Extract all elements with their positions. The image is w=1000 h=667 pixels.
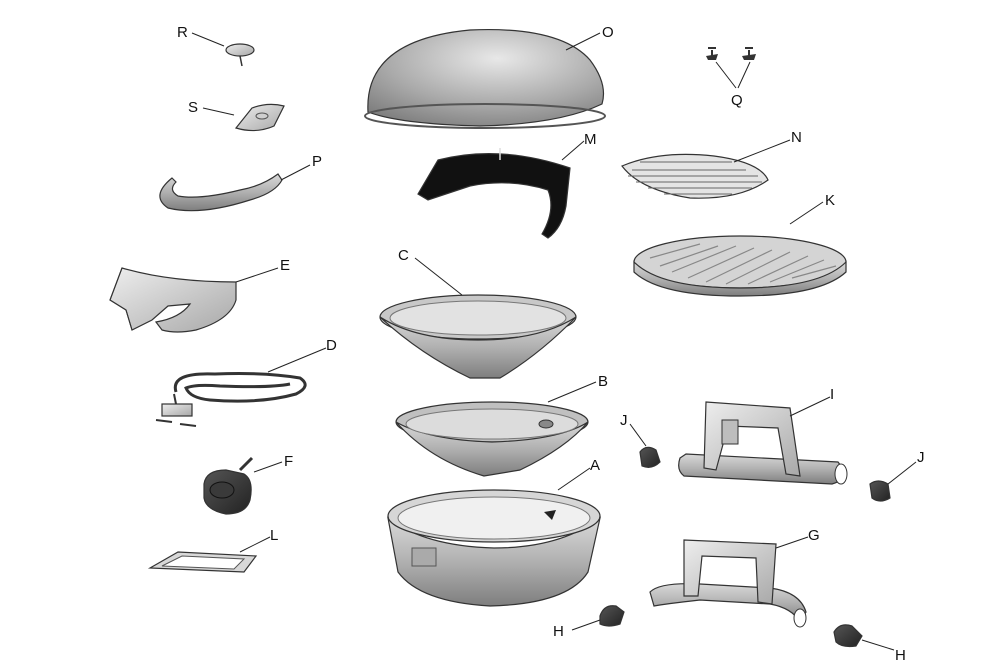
leader-j-left [629,423,647,447]
leader-h-right [861,639,895,651]
label-a: A [590,457,600,474]
label-h-left: H [553,623,564,640]
leader-o [565,32,601,51]
part-p-handle [159,173,283,212]
label-j-right: J [917,449,925,466]
leader-n [733,139,791,163]
part-j-right-cap [869,480,891,502]
label-i: I [830,386,834,403]
part-m-heat-shield [417,148,571,239]
part-l-tray [147,551,258,573]
label-o: O [602,24,614,41]
part-n-grate [621,153,769,199]
label-c: C [398,247,409,264]
label-d: D [326,337,337,354]
part-b-lower-bowl [395,401,589,477]
part-k-griddle [633,235,847,297]
leader-q-2 [737,61,751,89]
part-d-heating-element [155,372,307,427]
leader-m [561,140,585,161]
label-p: P [312,153,322,170]
part-o-lid [364,28,606,129]
part-h-right-foot [833,624,863,648]
part-f-controller [203,456,254,515]
part-c-upper-bowl [379,294,577,379]
leader-s [202,107,235,116]
leader-d [267,347,327,373]
label-g: G [808,527,820,544]
leader-i [789,396,831,417]
leader-c [414,257,463,296]
leader-b [547,381,597,403]
leader-q-1 [715,61,737,89]
part-i-upper-stand [678,401,848,485]
leader-e [235,267,279,283]
label-m: M [584,131,597,148]
label-j-left: J [620,412,628,429]
label-n: N [791,129,802,146]
label-q: Q [731,92,743,109]
label-b: B [598,373,608,390]
part-s-bezel [234,103,285,132]
leader-f [253,461,283,473]
part-j-left-cap [639,446,661,468]
label-l: L [270,527,278,544]
leader-j-right [887,461,917,485]
label-k: K [825,192,835,209]
leader-a [557,467,591,491]
leader-g [775,536,809,549]
leader-h-left [571,619,601,631]
part-h-left-foot [599,605,625,627]
leader-l [239,536,271,553]
label-h-right: H [895,647,906,664]
leader-k [789,201,824,225]
label-r: R [177,24,188,41]
part-g-lower-stand [649,539,807,628]
label-s: S [188,99,198,116]
label-f: F [284,453,293,470]
part-r-knob [225,43,255,67]
label-e: E [280,257,290,274]
part-e-shield [109,267,237,333]
part-a-base [387,489,601,607]
leader-p [280,164,311,181]
leader-r [191,32,225,47]
part-q-screws [706,47,756,60]
